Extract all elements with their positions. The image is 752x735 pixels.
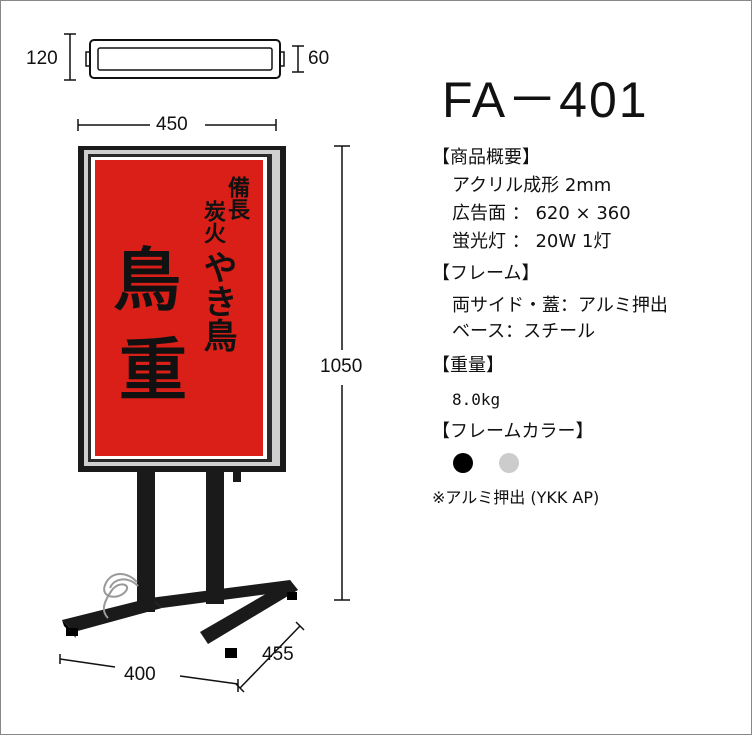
dim-120-line (64, 33, 76, 81)
top-view (85, 39, 285, 79)
frame-item: ベース：スチール (452, 321, 596, 342)
stand (62, 472, 298, 658)
power-cord (102, 573, 139, 619)
dim-60-label: 60 (308, 48, 330, 69)
frame-item: 両サイド・蓋：アルミ押出 (452, 295, 668, 316)
dim-450-line (77, 119, 277, 131)
ad-panel: 備長 炭火 やき鳥 鳥 重 (95, 160, 263, 456)
color-swatch-black (453, 453, 473, 473)
overview-heading: 【商品概要】 (432, 147, 540, 168)
overview-item: 広告面 ： 620 × 360 (452, 203, 631, 224)
dim-1050-line (334, 145, 350, 601)
ad-line1: 備長 (224, 176, 250, 220)
dim-60-line (292, 45, 304, 73)
ad-main2: 鳥 (113, 241, 182, 321)
overview-item: 蛍光灯 ： 20W 1灯 (452, 231, 612, 252)
color-heading: 【フレームカラー】 (432, 421, 594, 442)
dim-450-label: 450 (156, 114, 188, 135)
model-title: FA－401 (442, 72, 649, 128)
weight-value: 8.0kg (452, 390, 501, 409)
ad-main1: やき鳥 (197, 250, 237, 352)
ad-main3: 重 (119, 331, 188, 411)
dim-120-label: 120 (26, 48, 58, 69)
material-note: ※アルミ押出 (YKK AP) (432, 488, 600, 507)
dim-1050-label: 1050 (320, 356, 363, 377)
ad-line3: 炭火 (200, 200, 226, 244)
dim-455-label: 455 (262, 644, 294, 665)
dim-400-label: 400 (124, 664, 156, 685)
overview-item: アクリル成形 2mm (452, 175, 612, 196)
weight-heading: 【重量】 (432, 355, 504, 376)
dim-455-line (235, 621, 305, 693)
color-swatch-silver (499, 453, 519, 473)
frame-heading: 【フレーム】 (432, 263, 540, 284)
